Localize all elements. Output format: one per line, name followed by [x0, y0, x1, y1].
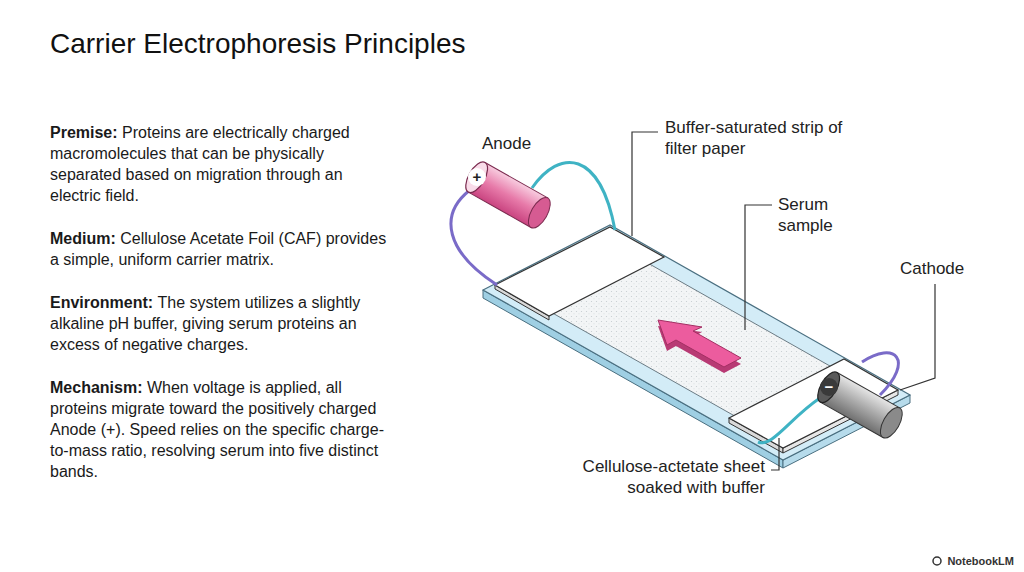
- paragraph: Premise:Proteins are electrically charge…: [50, 122, 395, 206]
- lead-term: Mechanism:: [50, 379, 142, 396]
- paragraph: Medium:Cellulose Acetate Foil (CAF) prov…: [50, 228, 395, 270]
- lead-term: Premise:: [50, 124, 118, 141]
- polarity-sign: +: [468, 168, 486, 186]
- lead-term: Environment:: [50, 294, 153, 311]
- callout-label: Cellulose-actetate sheet soaked with buf…: [525, 456, 765, 498]
- callout-label: Cathode: [900, 258, 964, 279]
- callout-label: Serum sample: [778, 194, 858, 236]
- slide-title: Carrier Electrophoresis Principles: [50, 28, 465, 60]
- text-column: Premise:Proteins are electrically charge…: [50, 122, 395, 504]
- paragraph: Mechanism:When voltage is applied, all p…: [50, 377, 395, 482]
- paragraph: Environment:The system utilizes a slight…: [50, 292, 395, 355]
- polarity-sign: −: [820, 378, 838, 396]
- callout-label: Anode: [482, 133, 531, 154]
- watermark: NotebookLM: [947, 555, 1014, 567]
- callout-label: Buffer-saturated strip of filter paper: [665, 117, 855, 159]
- lead-term: Medium:: [50, 230, 116, 247]
